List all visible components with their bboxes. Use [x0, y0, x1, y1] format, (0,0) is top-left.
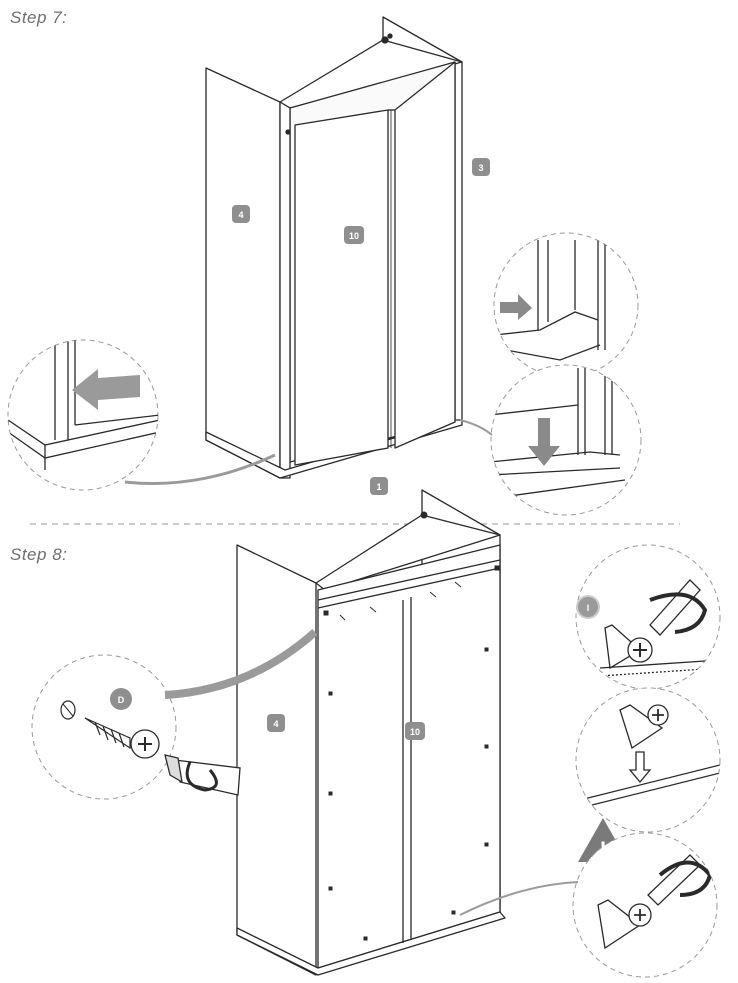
- side-front-edge: [279, 101, 291, 479]
- part-badge-1: 1: [370, 477, 388, 495]
- side-panel: [205, 67, 281, 479]
- back-board-right: [394, 61, 456, 449]
- step8-side-panel: [236, 544, 317, 976]
- detail-insert-left: [7, 339, 159, 491]
- step-8-title: Step 8:: [10, 545, 68, 564]
- screw-icon: [84, 717, 131, 750]
- info-badge: [576, 595, 600, 619]
- detail-place-block: [575, 687, 721, 833]
- detail-slide-in: [493, 232, 639, 378]
- detail-screw-d: D: [31, 654, 177, 800]
- step8-wardrobe: [236, 489, 506, 976]
- detail-fasten-block: [572, 832, 718, 978]
- back-board-left: [294, 109, 389, 466]
- screwdriver-icon: [164, 754, 241, 796]
- svg-text:10: 10: [349, 231, 359, 241]
- screw-marks: [323, 511, 500, 941]
- step8-back-board: [317, 544, 501, 969]
- step-7-title: Step 7:: [10, 8, 68, 27]
- bottom-board: [205, 419, 463, 479]
- svg-text:3: 3: [478, 163, 483, 173]
- detail-drop-down: [490, 364, 642, 516]
- step8-part-badge-10: 10: [405, 722, 425, 740]
- svg-text:1: 1: [376, 482, 381, 492]
- detail-tighten: I: [575, 544, 721, 690]
- part-badge-3: 3: [472, 158, 490, 176]
- svg-text:D: D: [118, 695, 125, 705]
- arrow-right-icon: [500, 294, 532, 320]
- step7-wardrobe: [205, 16, 463, 479]
- arrow-left-icon: [72, 369, 140, 410]
- step8-part-badge-4: 4: [267, 714, 285, 732]
- svg-text:4: 4: [238, 210, 243, 220]
- arrow-down-icon: [528, 418, 560, 466]
- part-badge-10: 10: [344, 226, 364, 244]
- screw-badge-d: [110, 688, 132, 710]
- svg-text:I: I: [587, 603, 590, 613]
- svg-text:10: 10: [410, 727, 420, 737]
- svg-text:4: 4: [273, 719, 278, 729]
- part-badge-4: 4: [232, 205, 250, 223]
